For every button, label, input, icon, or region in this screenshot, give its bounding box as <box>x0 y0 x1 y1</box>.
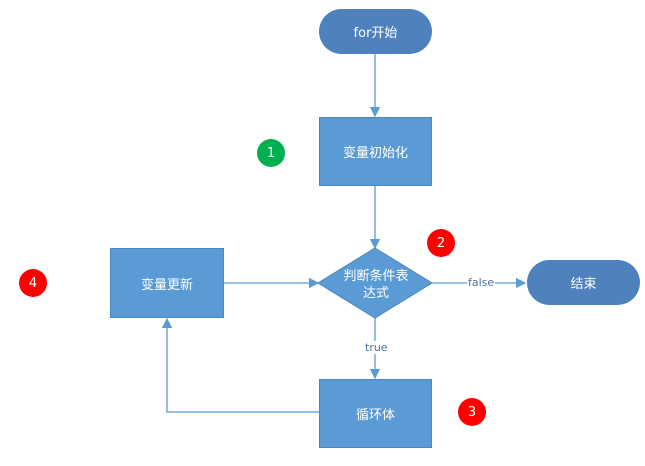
init-node: 变量初始化 <box>319 117 432 186</box>
body-node-label: 循环体 <box>355 408 395 423</box>
step-badge-2: 2 <box>427 229 455 257</box>
update-node-label: 变量更新 <box>140 277 193 293</box>
start-node-label: for开始 <box>353 26 398 41</box>
condition-node-label: 判断条件表达式 <box>343 269 409 301</box>
condition-diamond <box>317 247 433 319</box>
init-node-label: 变量初始化 <box>342 146 408 161</box>
update-node: 变量更新 <box>110 248 224 318</box>
step-badge-1: 1 <box>257 139 285 167</box>
body-node: 循环体 <box>319 379 432 448</box>
false-edge-label: false <box>467 276 496 289</box>
step-badge-4: 4 <box>19 269 47 297</box>
end-node-label: 结束 <box>570 277 597 292</box>
arrow-body-to-update <box>161 317 320 413</box>
step-badge-3: 3 <box>458 398 486 426</box>
true-edge-label: true <box>364 341 389 354</box>
end-node: 结束 <box>527 260 640 305</box>
start-node: for开始 <box>319 9 432 54</box>
